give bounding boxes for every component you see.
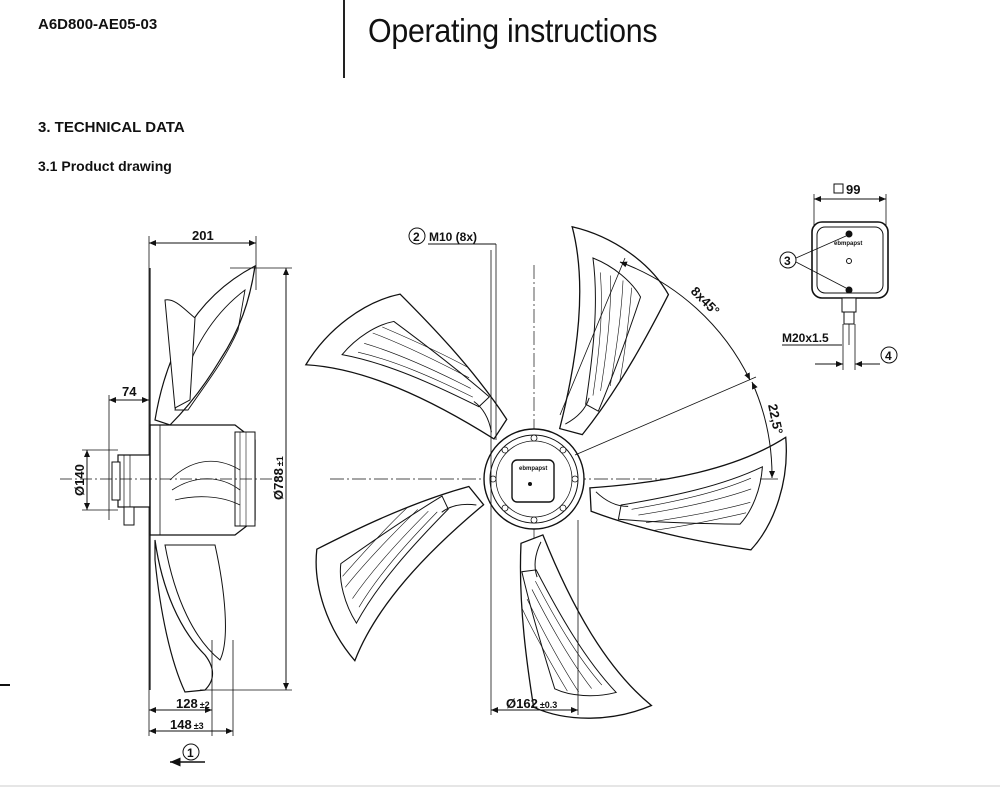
dim-74: 74 [122, 384, 137, 399]
angle-8x45: 8x45° [688, 284, 723, 319]
dim-148: 148±3 [170, 717, 204, 732]
callout-4: 4 [885, 349, 892, 363]
dim-128: 128±2 [176, 696, 210, 711]
angle-22-5: 22,5° [765, 403, 786, 436]
terminal-box-view: 99 ebmpapst 3 M20x1.5 4 [779, 182, 898, 370]
dim-hub-diameter: Ø162±0.3 [506, 696, 557, 711]
side-view: 201 74 Ø140 [60, 228, 292, 767]
box-logo: ebmpapst [834, 241, 862, 247]
margin-mark [0, 684, 10, 686]
front-view: ebmpapst 2 M10 (8x) Ø162±0.3 8x45° 22,5° [277, 218, 822, 766]
section-subheading: 3.1 Product drawing [38, 158, 172, 174]
page-title: Operating instructions [368, 12, 658, 49]
callout-2: 2 [413, 230, 420, 244]
header-divider [343, 0, 345, 78]
model-number: A6D800-AE05-03 [38, 16, 158, 33]
gland-label: M20x1.5 [782, 331, 829, 345]
dim-motor-diameter: Ø140 [72, 464, 87, 496]
dim-fan-diameter: Ø788±1 [271, 456, 286, 500]
callout-3: 3 [784, 254, 791, 268]
callout-1: 1 [187, 746, 194, 760]
dim-201: 201 [192, 228, 214, 243]
section-heading: 3. TECHNICAL DATA [38, 119, 185, 136]
thread-label: M10 (8x) [429, 230, 477, 244]
dim-box-size: 99 [846, 182, 860, 197]
front-logo: ebmpapst [519, 466, 547, 472]
